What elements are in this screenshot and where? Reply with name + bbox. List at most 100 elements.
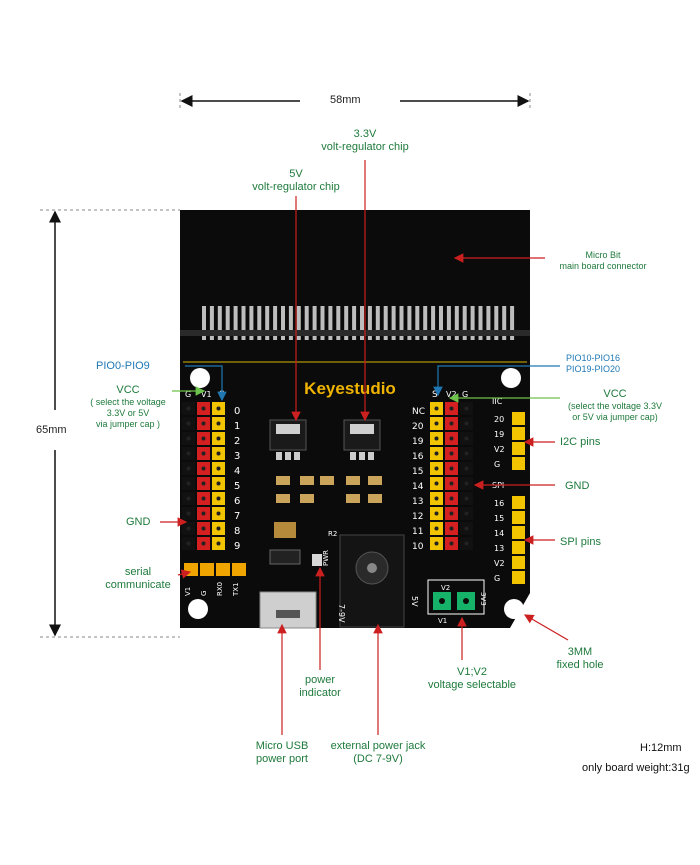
chip5-callout: 5V volt-regulator chip	[236, 168, 356, 194]
pin-hole	[449, 466, 454, 471]
edge-finger	[470, 306, 475, 340]
iic-pin	[512, 412, 525, 425]
left-header-v1-silk: V1	[201, 390, 212, 399]
edge-finger	[454, 306, 459, 340]
pin-hole	[216, 511, 221, 516]
edge-finger	[225, 306, 230, 340]
power-indicator-callout: power indicator	[285, 674, 355, 700]
right-pin-number: 15	[412, 467, 423, 477]
pin-hole	[434, 496, 439, 501]
jumper-3v3-silk: 3V3	[479, 592, 487, 606]
serial-line2: communicate	[105, 579, 171, 591]
edge-finger	[304, 306, 309, 340]
pin-hole	[216, 496, 221, 501]
serial-pin	[216, 563, 230, 576]
pin-hole	[216, 406, 221, 411]
edge-finger	[296, 306, 301, 340]
spi-pin-label: G	[494, 574, 500, 583]
pin-hole	[449, 511, 454, 516]
serial-pin	[232, 563, 246, 576]
pin-hole	[186, 526, 191, 531]
edge-finger	[462, 306, 467, 340]
pin-hole	[464, 541, 469, 546]
vcc-left-line1: ( select the voltage	[90, 397, 166, 407]
jack-line2: (DC 7-9V)	[353, 753, 403, 765]
right-pin-number: 12	[412, 512, 423, 522]
pin-hole	[186, 421, 191, 426]
left-pin-number: 5	[234, 481, 240, 492]
chip5-line1: 5V	[289, 168, 303, 180]
right-pin-number: 13	[412, 497, 423, 507]
right-pin-number: NC	[412, 407, 425, 417]
pin-hole	[201, 406, 206, 411]
iic-pin-label: 20	[494, 415, 504, 424]
pin-hole	[201, 541, 206, 546]
i2c-callout: I2C pins	[560, 436, 601, 448]
right-header-g-silk: G	[462, 390, 468, 399]
right-pin-number: 11	[412, 527, 423, 537]
right-pin-number: 14	[412, 482, 424, 492]
edge-finger	[336, 306, 341, 340]
left-pin-number: 2	[234, 436, 240, 447]
edge-finger	[360, 306, 364, 340]
edge-finger	[281, 306, 285, 340]
pin-hole	[464, 406, 469, 411]
pio-left-callout: PIO0-PIO9	[96, 360, 150, 372]
iic-pin	[512, 442, 525, 455]
serial-pin-label: RX0	[216, 582, 224, 596]
edge-finger	[446, 306, 451, 340]
right-pin-number: 19	[412, 437, 424, 447]
left-pin-number: 8	[234, 526, 240, 537]
jumper-v1-silk: V1	[438, 617, 447, 625]
pin-hole	[216, 466, 221, 471]
pin-hole	[434, 466, 439, 471]
voltsel-line1: V1;V2	[457, 666, 487, 678]
five-v-silk: 5V	[410, 596, 419, 607]
pin-hole	[434, 406, 439, 411]
pin-hole	[434, 526, 439, 531]
edge-finger	[431, 306, 436, 340]
pio-right-line1: PIO10-PIO16	[566, 353, 621, 363]
serial-callout: serial communicate	[100, 566, 176, 592]
edge-finger	[233, 306, 238, 340]
arrow-hole	[523, 614, 569, 641]
voltage-jumper	[427, 579, 485, 615]
chip33-line1: 3.3V	[353, 128, 377, 140]
pin-hole	[186, 436, 191, 441]
pin-hole	[434, 421, 439, 426]
microbit-line2: main board connector	[559, 261, 647, 271]
jack-silk: 7-9V	[337, 604, 346, 623]
edge-finger	[273, 306, 278, 340]
serial-pin	[200, 563, 214, 576]
right-pin-number: 20	[412, 422, 424, 432]
right-pin-number: 10	[412, 542, 424, 552]
serial-pin-label: TX1	[232, 582, 240, 597]
pin-hole	[464, 481, 469, 486]
smd-capacitors	[269, 476, 382, 565]
pin-hole	[201, 496, 206, 501]
chip5-line2: volt-regulator chip	[252, 181, 340, 193]
edge-finger	[312, 306, 317, 340]
spi-pin-label: 14	[494, 529, 504, 538]
pwr-silk: PWR	[322, 550, 330, 566]
power-ind-line1: power	[305, 674, 335, 686]
pin-hole	[449, 451, 454, 456]
right-header-s-silk: S	[432, 390, 438, 400]
chip33-callout: 3.3V volt-regulator chip	[305, 128, 425, 154]
pin-hole	[186, 541, 191, 546]
chip33-line2: volt-regulator chip	[321, 141, 409, 153]
hole-line1: 3MM	[567, 646, 593, 658]
serial-line1: serial	[124, 566, 152, 578]
hole-callout: 3MM fixed hole	[545, 646, 615, 672]
pin-hole	[449, 496, 454, 501]
edge-finger	[415, 306, 420, 340]
pin-hole	[201, 421, 206, 426]
pin-hole	[216, 436, 221, 441]
edge-finger	[510, 306, 515, 340]
spi-pin	[512, 541, 525, 554]
pin-hole	[186, 466, 191, 471]
iic-silk: IIC	[492, 397, 503, 406]
